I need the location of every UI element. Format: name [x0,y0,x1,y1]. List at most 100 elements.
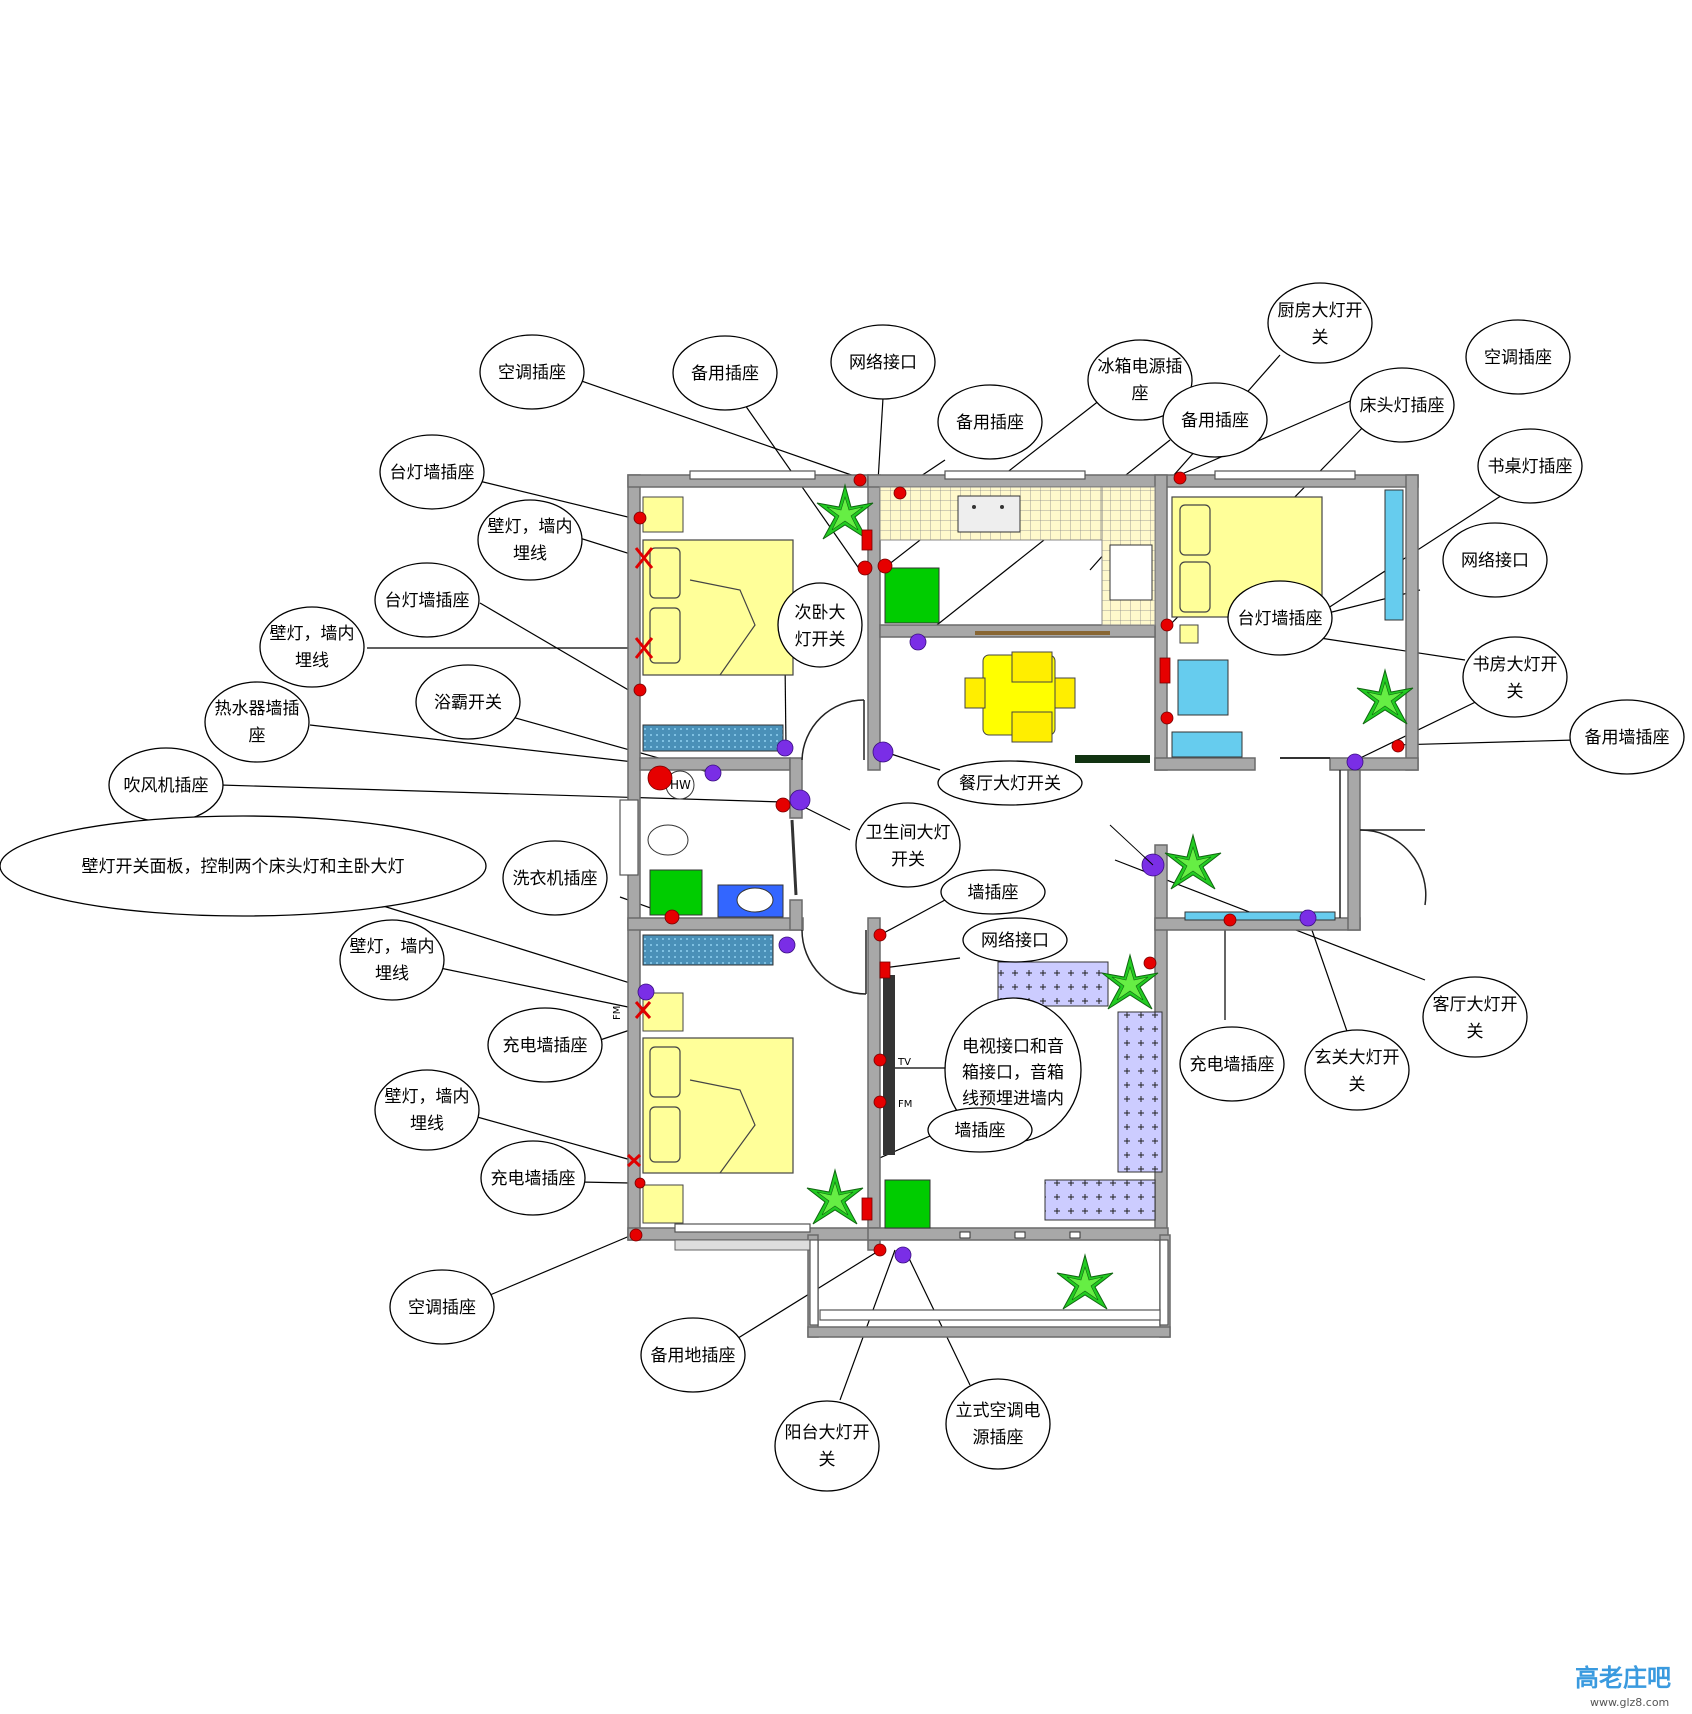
svg-text:厨房大灯开: 厨房大灯开 [1278,301,1363,321]
electrical-symbols [626,471,1405,1264]
fm-label-bedroom: FM [612,1006,623,1020]
svg-text:台灯墙插座: 台灯墙插座 [385,591,470,611]
svg-text:壁灯开关面板，控制两个床头灯和主卧大灯: 壁灯开关面板，控制两个床头灯和主卧大灯 [82,857,405,877]
svg-text:关: 关 [819,1450,836,1470]
svg-text:书房大灯开: 书房大灯开 [1473,655,1558,675]
svg-text:关: 关 [1507,682,1524,702]
svg-text:洗衣机插座: 洗衣机插座 [513,869,598,889]
label-bedside-lamp-socket: 床头灯插座 [1349,367,1455,443]
label-washer-socket: 洗衣机插座 [502,840,608,916]
svg-text:开关: 开关 [891,850,925,870]
svg-text:餐厅大灯开关: 餐厅大灯开关 [959,774,1061,794]
svg-text:冰箱电源插: 冰箱电源插 [1098,357,1183,377]
label-kitchen-light-switch: 厨房大灯开 关 [1267,282,1373,364]
label-bubbles: 空调插座 备用插座 网络接口 备用插座 冰箱电源插 座 备用插座 厨房大灯开 关 [0,282,1685,1492]
label-wall-lamp-1: 壁灯，墙内 埋线 [477,499,583,581]
svg-text:关: 关 [1349,1075,1366,1095]
svg-text:座: 座 [249,726,266,746]
svg-text:备用插座: 备用插座 [1181,411,1249,431]
svg-text:次卧大: 次卧大 [795,603,846,623]
svg-text:充电墙插座: 充电墙插座 [1190,1055,1275,1075]
label-balcony-light-switch: 阳台大灯开 关 [774,1400,880,1492]
leader-lines [219,354,1576,1401]
svg-text:关: 关 [1467,1022,1484,1042]
svg-text:线预埋进墙内: 线预埋进墙内 [962,1089,1064,1109]
svg-text:壁灯，墙内: 壁灯，墙内 [270,624,355,644]
svg-text:台灯墙插座: 台灯墙插座 [390,463,475,483]
label-dining-light-switch: 餐厅大灯开关 [937,760,1083,806]
hw-label: HW [670,778,691,792]
svg-text:源插座: 源插座 [973,1428,1024,1448]
svg-text:网络接口: 网络接口 [849,353,917,373]
label-water-heater-socket: 热水器墙插 座 [204,681,310,763]
svg-text:灯开关: 灯开关 [795,630,846,650]
svg-text:埋线: 埋线 [295,651,329,671]
label-wall-lamp-2: 壁灯，墙内 埋线 [259,606,365,688]
label-spare-wall-socket: 备用墙插座 [1569,699,1685,775]
svg-text:热水器墙插: 热水器墙插 [215,699,300,719]
svg-text:埋线: 埋线 [375,964,409,984]
label-living-light-switch: 客厅大灯开 关 [1422,976,1528,1058]
svg-text:箱接口，音箱: 箱接口，音箱 [962,1063,1064,1083]
svg-text:网络接口: 网络接口 [981,931,1049,951]
label-network-3: 网络接口 [962,917,1068,963]
label-network-2: 网络接口 [1442,522,1548,598]
fm-label-living: FM [898,1099,912,1110]
label-entrance-light-switch: 玄关大灯开 关 [1304,1029,1410,1111]
svg-text:卫生间大灯: 卫生间大灯 [866,823,951,843]
svg-text:立式空调电: 立式空调电 [956,1401,1041,1421]
label-network-1: 网络接口 [830,324,936,400]
svg-text:备用插座: 备用插座 [691,364,759,384]
label-desk-lamp-socket-study: 台灯墙插座 [1227,580,1333,656]
svg-text:浴霸开关: 浴霸开关 [434,693,502,713]
label-charging-socket-3: 充电墙插座 [480,1140,586,1216]
svg-text:台灯墙插座: 台灯墙插座 [1238,609,1323,629]
svg-text:吹风机插座: 吹风机插座 [124,776,209,796]
svg-text:壁灯，墙内: 壁灯，墙内 [385,1087,470,1107]
svg-text:网络接口: 网络接口 [1461,551,1529,571]
label-ac-socket-second-bedroom: 空调插座 [389,1269,495,1345]
label-study-light-switch: 书房大灯开 关 [1462,636,1568,718]
label-wall-socket-1: 墙插座 [940,869,1046,915]
label-charging-socket-1: 充电墙插座 [487,1007,603,1083]
svg-text:书桌灯插座: 书桌灯插座 [1488,457,1573,477]
svg-text:玄关大灯开: 玄关大灯开 [1315,1048,1400,1068]
label-bath-heater-switch: 浴霸开关 [415,664,521,740]
svg-text:阳台大灯开: 阳台大灯开 [785,1423,870,1443]
svg-text:客厅大灯开: 客厅大灯开 [1433,995,1518,1015]
svg-text:空调插座: 空调插座 [408,1298,476,1318]
label-fridge-socket: 冰箱电源插 座 [1087,339,1193,421]
label-desk-lamp-socket-2: 台灯墙插座 [374,562,480,638]
watermark-url: www.glz8.com [1590,1696,1669,1709]
label-wall-lamp-switch-panel: 壁灯开关面板，控制两个床头灯和主卧大灯 [0,815,487,917]
svg-text:座: 座 [1132,384,1149,404]
label-writing-desk-lamp-socket: 书桌灯插座 [1477,428,1583,504]
svg-text:床头灯插座: 床头灯插座 [1360,396,1445,416]
svg-text:壁灯，墙内: 壁灯，墙内 [488,517,573,537]
label-tv-audio-interface: 电视接口和音 箱接口，音箱 线预埋进墙内 [944,997,1082,1143]
watermark: 高老庄吧 www.glz8.com [1570,1660,1680,1709]
svg-text:埋线: 埋线 [410,1114,444,1134]
svg-text:关: 关 [1312,328,1329,348]
watermark-logo: 高老庄吧 [1575,1664,1671,1692]
label-desk-lamp-socket-1: 台灯墙插座 [379,434,485,510]
svg-text:备用地插座: 备用地插座 [651,1346,736,1366]
svg-text:充电墙插座: 充电墙插座 [491,1169,576,1189]
label-wall-socket-2: 墙插座 [927,1107,1033,1153]
label-second-bedroom-light-switch: 次卧大 灯开关 [777,582,863,668]
label-spare-socket-1: 备用插座 [672,335,778,411]
label-wall-lamp-3: 壁灯，墙内 埋线 [339,919,445,1001]
label-ac-socket-master: 空调插座 [479,334,585,410]
svg-text:壁灯，墙内: 壁灯，墙内 [350,937,435,957]
label-bathroom-light-switch: 卫生间大灯 开关 [855,802,961,888]
label-spare-socket-3: 备用插座 [1162,382,1268,458]
svg-text:空调插座: 空调插座 [1484,348,1552,368]
svg-text:墙插座: 墙插座 [955,1121,1006,1141]
label-spare-socket-2: 备用插座 [937,384,1043,460]
svg-text:备用插座: 备用插座 [956,413,1024,433]
label-spare-floor-socket: 备用地插座 [640,1317,746,1393]
label-charging-socket-2: 充电墙插座 [1179,1026,1285,1102]
tv-label: TV [897,1057,911,1068]
label-wall-lamp-4: 壁灯，墙内 埋线 [374,1069,480,1151]
